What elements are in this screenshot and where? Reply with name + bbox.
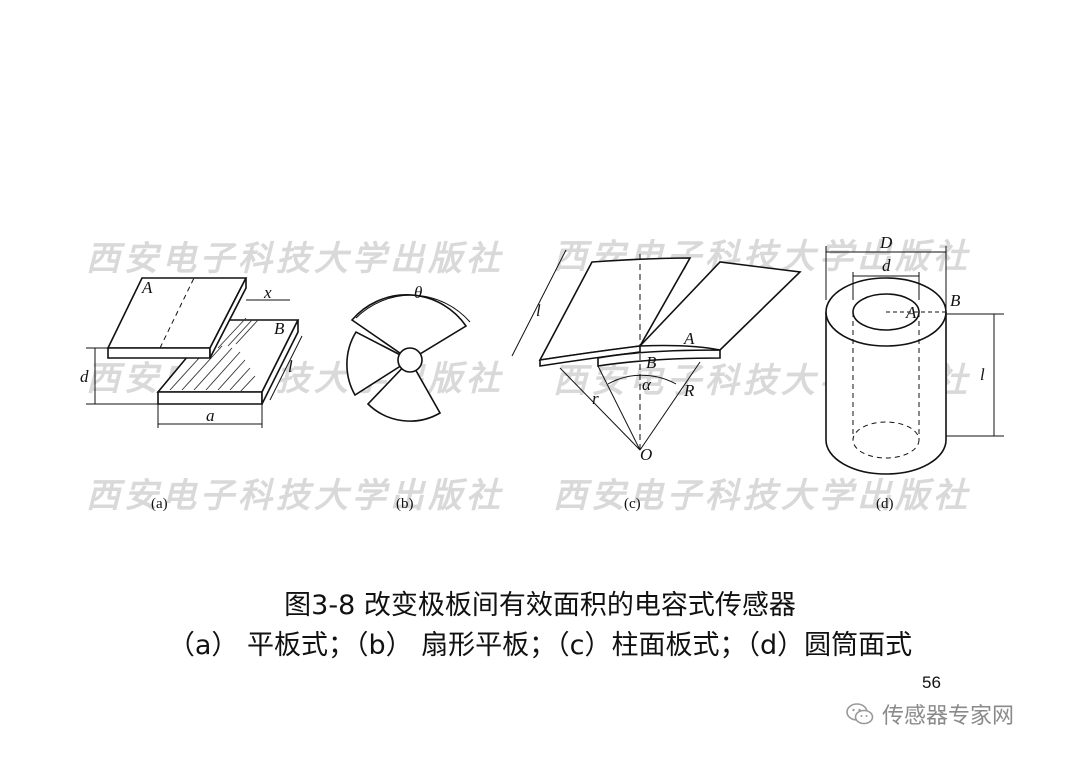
- panel-c-cylindrical-plates: [511, 249, 802, 451]
- figure-subtitle: （a） 平板式；（b） 扇形平板；（c）柱面板式；（d）圆筒面式: [167, 630, 913, 661]
- label-a-B: B: [274, 319, 285, 338]
- label-a-a: a: [206, 406, 215, 425]
- plate-c-inner-B: [597, 349, 721, 367]
- panel-a-caption: (a): [151, 496, 168, 512]
- dim-l-line: [269, 335, 303, 401]
- dim-c-l-line: [511, 249, 567, 357]
- label-a-d: d: [80, 367, 89, 386]
- theta-arc: [355, 294, 471, 323]
- overlap-hatching: [169, 317, 259, 393]
- panel-d-caption: (d): [876, 496, 894, 512]
- panel-b-sector-plates: [346, 294, 471, 422]
- brand-name: 传感器专家网: [882, 704, 1015, 729]
- label-c-r: r: [592, 389, 599, 408]
- label-d-B: B: [950, 291, 961, 310]
- watermark-row-3a: 西安电子科技大学出版社: [86, 476, 504, 516]
- page-number: 56: [922, 673, 941, 692]
- label-d-d: d: [882, 256, 891, 275]
- label-d-l: l: [980, 365, 985, 384]
- wechat-icon: [846, 703, 874, 725]
- panel-a-parallel-plates: [86, 277, 303, 428]
- label-c-R: R: [683, 381, 695, 400]
- plate-a-front: [107, 347, 211, 359]
- watermark-row-1a: 西安电子科技大学出版社: [86, 239, 504, 279]
- label-a-A: A: [141, 278, 153, 297]
- watermark-row-2a: 西安电子科技大学出版社: [86, 359, 504, 399]
- inner-cylinder-hidden: [852, 312, 920, 459]
- label-d-A: A: [905, 303, 917, 322]
- panel-c-caption: (c): [624, 496, 641, 512]
- panel-b-labels: θ (b): [396, 283, 422, 512]
- figure-title: 图3-8 改变极板间有效面积的电容式传感器: [284, 590, 796, 621]
- label-c-alpha: α: [642, 375, 652, 394]
- sector-lower: [366, 358, 442, 422]
- panel-d-cylinders: [825, 246, 1004, 475]
- plate-a-centerline: [159, 277, 195, 349]
- label-c-l: l: [536, 301, 541, 320]
- label-d-D: D: [879, 233, 893, 252]
- plate-b-side: [261, 319, 299, 405]
- label-c-A: A: [683, 329, 695, 348]
- panel-c-labels: l B A α r R O (c): [536, 301, 695, 512]
- panel-a-labels: A B x d a l (a): [80, 278, 293, 512]
- plate-c-right: [638, 261, 802, 351]
- label-c-O: O: [640, 445, 652, 464]
- watermark-row-3b: 西安电子科技大学出版社: [553, 476, 971, 516]
- brand-footer: 传感器专家网: [846, 698, 1014, 730]
- label-b-theta: θ: [414, 283, 422, 302]
- radius-lines: [559, 250, 701, 451]
- sector-hub: [397, 347, 423, 373]
- plate-b-front: [157, 391, 263, 405]
- label-c-B: B: [646, 353, 657, 372]
- outer-cylinder-body: [825, 312, 947, 475]
- panel-b-caption: (b): [396, 496, 414, 512]
- label-a-l: l: [288, 357, 293, 376]
- panel-d-labels: D d A B l (d): [876, 233, 985, 512]
- sector-left: [346, 330, 412, 397]
- label-a-x: x: [263, 283, 272, 302]
- plate-a-side: [209, 277, 247, 359]
